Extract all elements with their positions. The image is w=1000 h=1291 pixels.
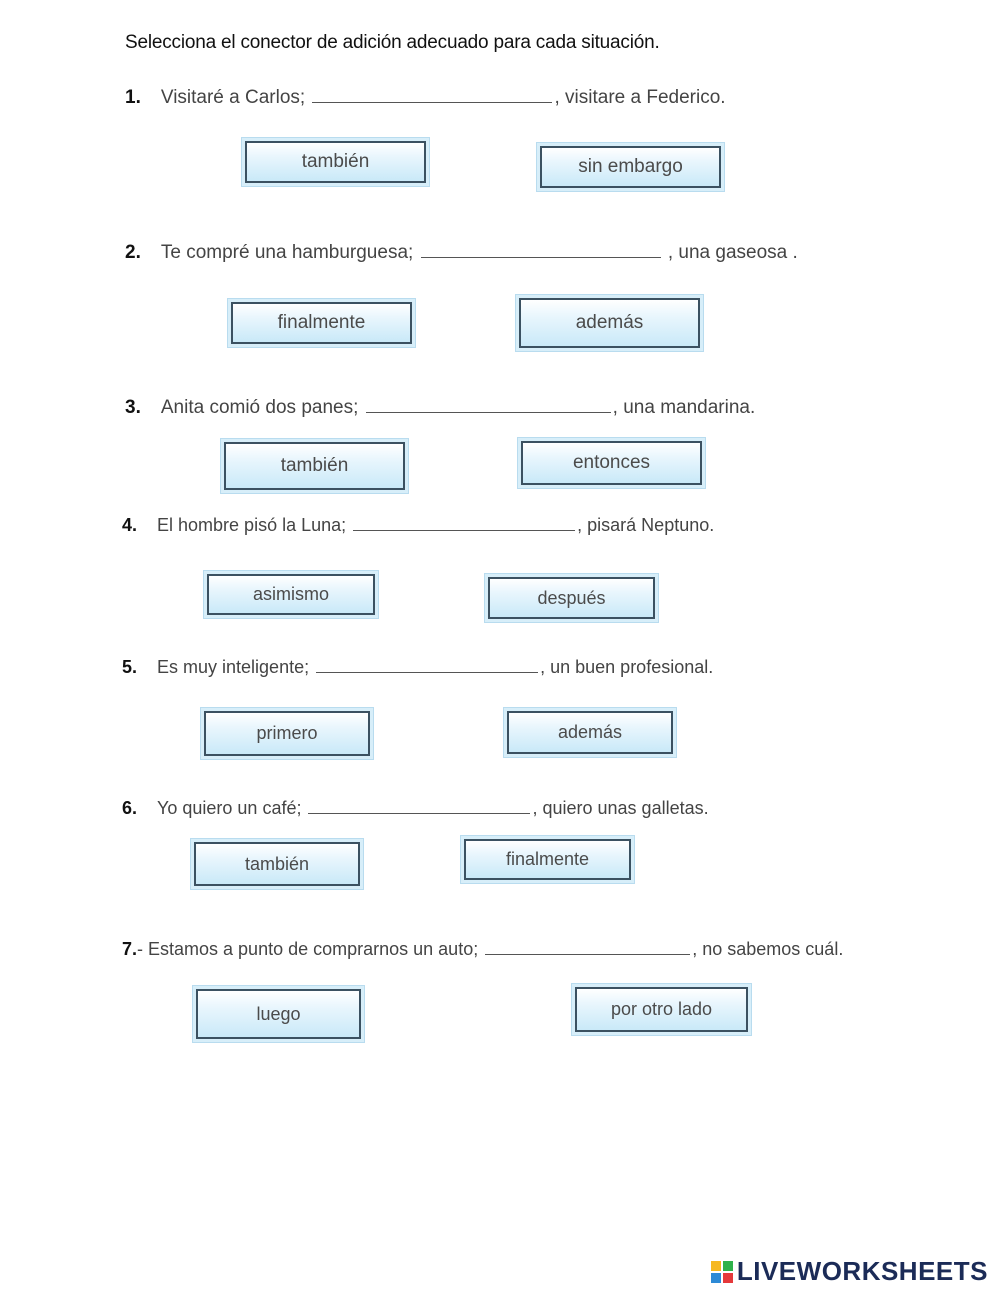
liveworksheets-logo-icon xyxy=(710,1260,733,1283)
question-text-after: , no sabemos cuál. xyxy=(692,939,844,959)
question-text-before: Es muy inteligente; xyxy=(157,657,310,677)
question-number: 3. xyxy=(125,397,141,418)
option-button[interactable]: asimismo xyxy=(207,574,375,615)
question-number: 4. xyxy=(122,515,138,535)
question-text-after: , quiero unas galletas. xyxy=(532,798,709,818)
answer-blank[interactable] xyxy=(365,396,611,413)
question-number: 7. xyxy=(122,939,138,959)
liveworksheets-logo: LIVEWORKSHEETS xyxy=(710,1256,988,1287)
option-button[interactable]: sin embargo xyxy=(540,146,721,188)
question-3: 3. Anita comió dos panes; , una mandarina… xyxy=(125,396,755,419)
question-text-before: El hombre pisó la Luna; xyxy=(157,515,347,535)
question-text-before: - Estamos a punto de comprarnos un auto; xyxy=(137,939,479,959)
question-text-after: , visitare a Federico. xyxy=(554,87,726,108)
question-2: 2. Te compré una hamburguesa; , una gaseo… xyxy=(125,241,798,264)
answer-blank[interactable] xyxy=(420,241,661,258)
question-7: 7.- Estamos a punto de comprarnos un aut… xyxy=(122,938,843,960)
answer-blank[interactable] xyxy=(308,797,531,814)
answer-blank[interactable] xyxy=(485,938,691,955)
worksheet-title: Selecciona el conector de adición adecua… xyxy=(125,32,660,53)
option-button[interactable]: finalmente xyxy=(231,302,412,344)
option-button[interactable]: por otro lado xyxy=(575,987,748,1032)
question-text-before: Visitaré a Carlos; xyxy=(160,87,306,108)
option-button[interactable]: finalmente xyxy=(464,839,631,880)
option-button[interactable]: además xyxy=(507,711,673,754)
question-text-before: Te compré una hamburguesa; xyxy=(160,242,414,263)
option-button[interactable]: también xyxy=(194,842,360,886)
option-button[interactable]: además xyxy=(519,298,700,348)
question-1: 1. Visitaré a Carlos; , visitare a Federi… xyxy=(125,86,726,109)
option-button[interactable]: luego xyxy=(196,989,361,1039)
question-text-after: , una mandarina. xyxy=(612,397,756,418)
question-number: 2. xyxy=(125,242,141,263)
option-button[interactable]: también xyxy=(245,141,426,183)
option-button[interactable]: también xyxy=(224,442,405,490)
question-number: 6. xyxy=(122,798,138,818)
question-number: 1. xyxy=(125,87,141,108)
answer-blank[interactable] xyxy=(316,656,539,673)
question-number: 5. xyxy=(122,657,138,677)
question-5: 5. Es muy inteligente; , un buen profesio… xyxy=(122,656,713,678)
answer-blank[interactable] xyxy=(353,514,576,531)
question-text-after: , un buen profesional. xyxy=(540,657,714,677)
option-button[interactable]: entonces xyxy=(521,441,702,485)
option-button[interactable]: primero xyxy=(204,711,370,756)
question-text-after: , una gaseosa . xyxy=(662,242,798,263)
question-6: 6. Yo quiero un café; , quiero unas galle… xyxy=(122,797,709,819)
option-button[interactable]: después xyxy=(488,577,655,619)
logo-text: LIVEWORKSHEETS xyxy=(736,1256,988,1286)
question-4: 4. El hombre pisó la Luna; , pisará Neptu… xyxy=(122,514,714,536)
question-text-before: Anita comió dos panes; xyxy=(160,397,359,418)
question-text-after: , pisará Neptuno. xyxy=(577,515,715,535)
answer-blank[interactable] xyxy=(312,86,553,103)
question-text-before: Yo quiero un café; xyxy=(157,798,302,818)
